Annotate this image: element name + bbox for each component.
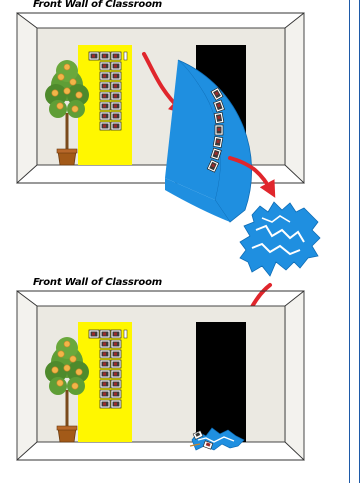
left-side-wall <box>17 291 37 460</box>
panel-title-bottom: Front Wall of Classroom <box>33 277 162 288</box>
diagram-canvas <box>0 0 349 483</box>
right-side-wall <box>285 13 304 183</box>
panel-bottom <box>17 291 304 460</box>
blackboard <box>196 322 246 442</box>
right-edge-bar <box>349 0 360 483</box>
crumpled-paper-icon <box>240 202 320 276</box>
left-side-wall <box>17 13 37 183</box>
right-side-wall <box>285 291 304 460</box>
panel-title-top: Front Wall of Classroom <box>33 0 162 10</box>
